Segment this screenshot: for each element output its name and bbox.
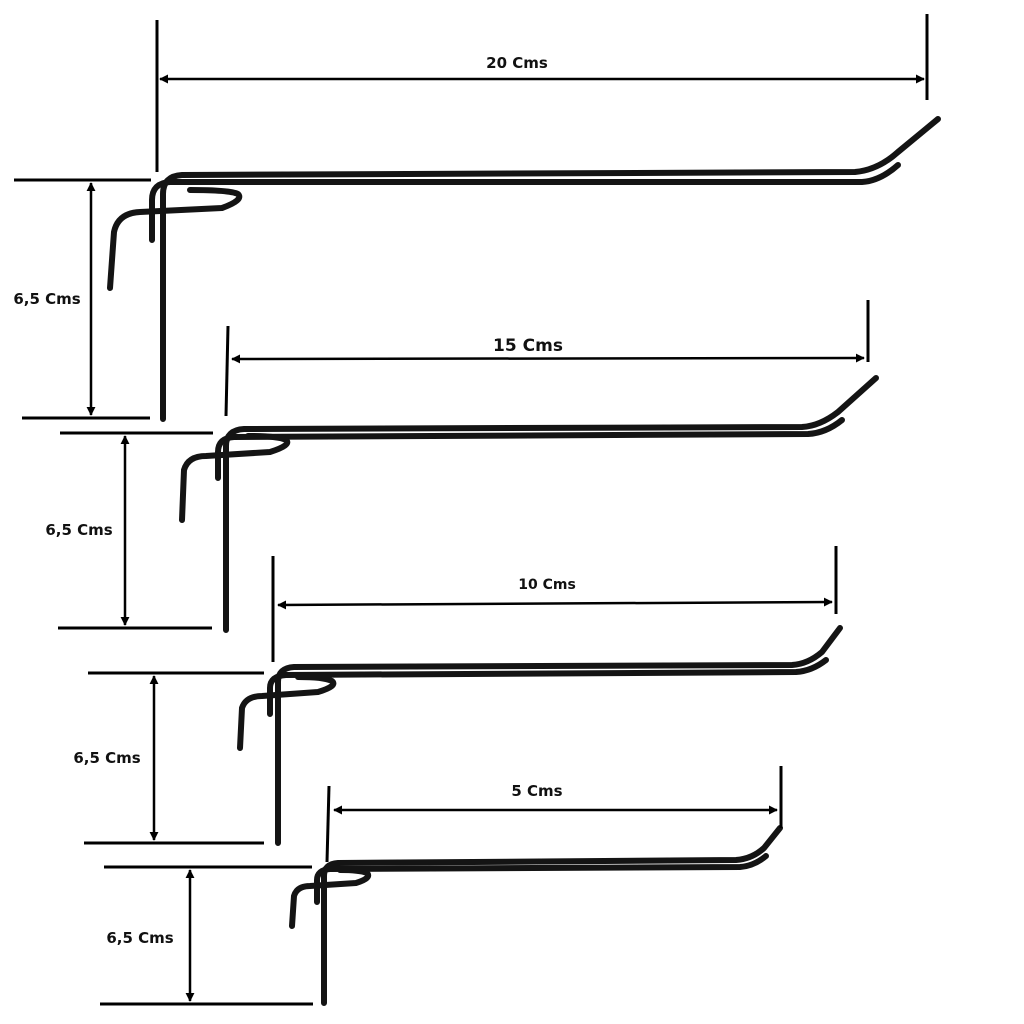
hook-15-arm-bottom xyxy=(215,417,845,481)
hook-5-group: 5 Cms 6,5 Cms xyxy=(100,766,783,1006)
hook-15-extension-left xyxy=(224,325,230,417)
hook-10-width-arrow xyxy=(277,597,833,610)
hook-10-back-hook xyxy=(237,674,337,751)
hook-5-length-label: 5 Cms xyxy=(511,782,562,800)
hook-5-extension-left xyxy=(325,785,331,863)
hook-15-height-label: 6,5 Cms xyxy=(45,521,112,539)
hook-10-width-dimension: 10 Cms xyxy=(271,546,838,662)
hook-5-height-dimension: 6,5 Cms xyxy=(100,865,313,1006)
hook-15-group: 15 Cms 6,5 Cms xyxy=(45,300,879,633)
hook-5-wire xyxy=(289,825,783,1006)
hook-5-height-label: 6,5 Cms xyxy=(106,929,173,947)
hook-10-wire xyxy=(237,625,843,846)
hook-20-width-dimension: 20 Cms xyxy=(155,14,929,172)
hook-10-height-dimension: 6,5 Cms xyxy=(73,671,264,845)
hook-15-width-arrow xyxy=(231,353,865,364)
hook-15-back-hook xyxy=(179,433,291,523)
hook-20-height-label: 6,5 Cms xyxy=(13,290,80,308)
hook-20-back-hook xyxy=(107,187,243,291)
hook-20-group: 20 Cms 6,5 Cms xyxy=(13,14,941,422)
hook-15-length-label: 15 Cms xyxy=(493,336,563,356)
hook-5-arm-bottom xyxy=(314,853,769,905)
hook-15-wire xyxy=(179,375,879,633)
hook-20-length-label: 20 Cms xyxy=(486,54,548,72)
hook-10-group: 10 Cms 6,5 Cms xyxy=(73,546,843,846)
hook-20-height-dimension: 6,5 Cms xyxy=(13,178,151,420)
hook-15-width-dimension: 15 Cms xyxy=(224,300,870,417)
hook-5-back-hook xyxy=(289,867,372,929)
hook-20-wire xyxy=(107,116,941,422)
hook-5-arm-top xyxy=(321,825,783,1006)
hook-10-length-label: 10 Cms xyxy=(518,577,576,593)
hook-10-height-label: 6,5 Cms xyxy=(73,749,140,767)
hook-5-width-dimension: 5 Cms xyxy=(325,766,783,863)
hook-15-height-dimension: 6,5 Cms xyxy=(45,431,213,630)
hook-20-arm-bottom xyxy=(149,162,901,243)
hook-10-arm-bottom xyxy=(267,657,829,717)
hook-20-arm-top xyxy=(160,116,941,422)
